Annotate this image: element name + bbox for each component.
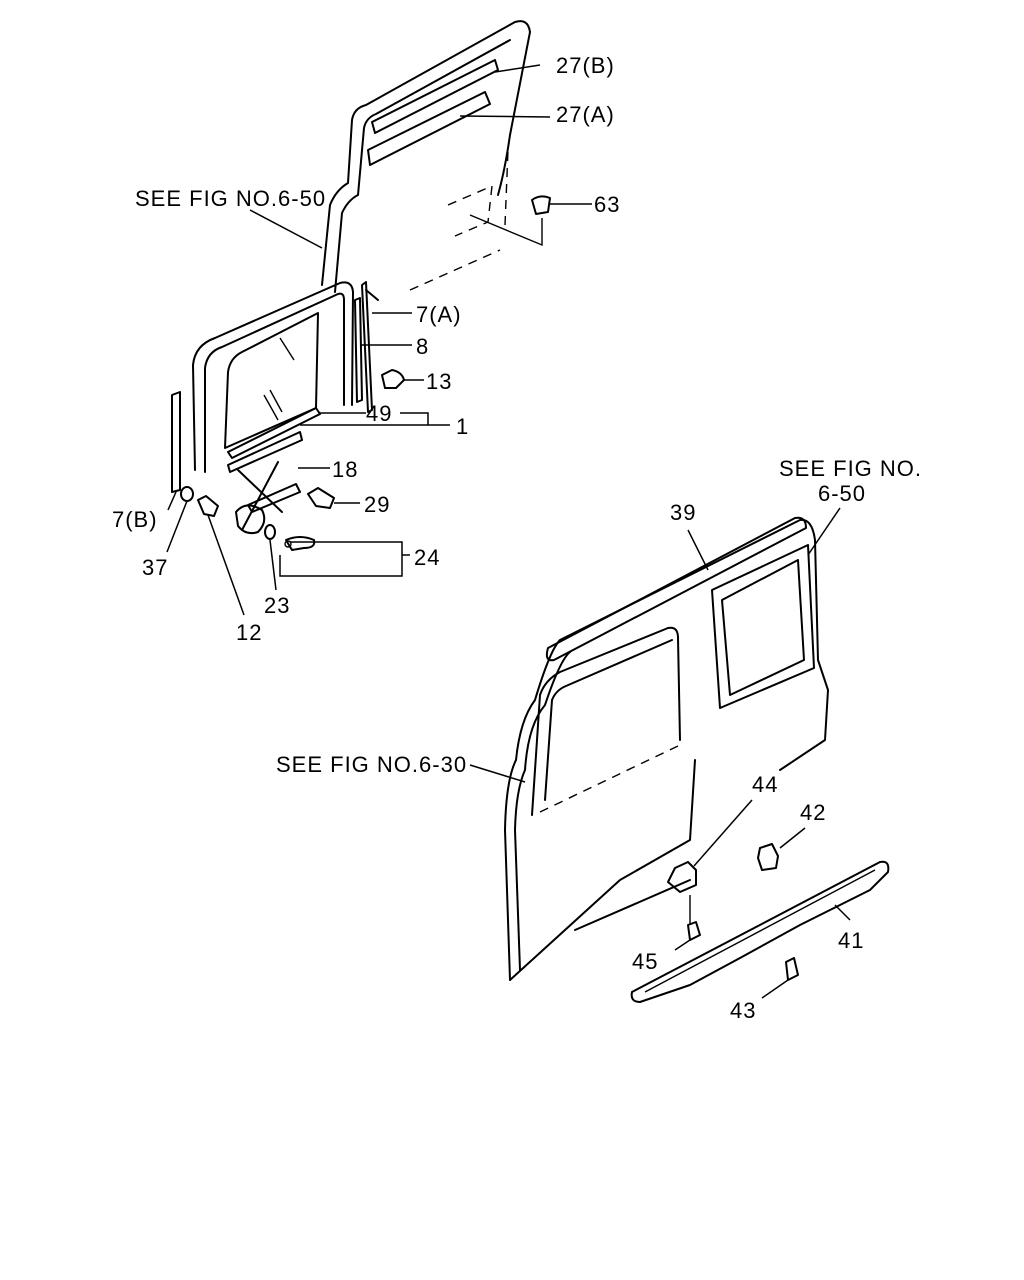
label-24: 24	[414, 545, 440, 570]
bolt-12	[197, 495, 219, 517]
access-cover	[447, 184, 493, 237]
clip-44	[667, 861, 697, 925]
label-12: 12	[236, 620, 262, 645]
label-7a: 7(A)	[416, 302, 462, 327]
label-42: 42	[800, 800, 826, 825]
label-see-fig-6-50-top: SEE FIG NO.6-50	[135, 186, 326, 211]
side-step-41	[630, 860, 890, 1003]
door-panel-upper	[321, 20, 531, 293]
bolt-45	[687, 921, 701, 941]
label-see-fig-6-30: SEE FIG NO.6-30	[276, 752, 467, 777]
washer-23	[264, 524, 276, 540]
run-channel-7a	[361, 281, 379, 413]
leader-lines	[166, 64, 851, 999]
label-45: 45	[632, 949, 658, 974]
bolt-29	[307, 487, 335, 509]
label-29: 29	[364, 492, 390, 517]
label-7b: 7(B)	[112, 507, 158, 532]
bolt-43	[785, 957, 799, 981]
run-channel-7b	[171, 391, 181, 493]
label-49: 49	[366, 401, 392, 426]
door-glass	[224, 312, 319, 449]
label-27b: 27(B)	[556, 53, 615, 78]
label-1: 1	[456, 414, 469, 439]
bottom-channel-49	[227, 407, 321, 459]
washer-37	[180, 486, 194, 502]
label-6-50: 6-50	[818, 481, 866, 506]
label-37: 37	[142, 555, 168, 580]
label-41: 41	[838, 928, 864, 953]
bolt-13	[381, 369, 405, 389]
label-13: 13	[426, 369, 452, 394]
clip-42	[757, 843, 779, 871]
screw-63	[469, 195, 551, 247]
label-43: 43	[730, 998, 756, 1023]
regulator-18	[227, 431, 303, 535]
label-23: 23	[264, 593, 290, 618]
glass-run-channel	[192, 281, 354, 473]
label-see-fig-no: SEE FIG NO.	[779, 456, 922, 481]
rain-gutter-39	[545, 516, 807, 662]
label-39: 39	[670, 500, 696, 525]
weatherstrip-27a	[367, 91, 491, 166]
label-18: 18	[332, 457, 358, 482]
rear-window	[711, 544, 815, 709]
handle-24	[284, 536, 316, 551]
run-channel-8	[354, 297, 363, 403]
label-63: 63	[594, 192, 620, 217]
label-8: 8	[416, 334, 429, 359]
label-44: 44	[752, 772, 778, 797]
cab-body-lower	[504, 518, 829, 981]
weatherstrip-27b	[371, 59, 499, 134]
label-27a: 27(A)	[556, 102, 615, 127]
front-door-window	[531, 626, 681, 816]
